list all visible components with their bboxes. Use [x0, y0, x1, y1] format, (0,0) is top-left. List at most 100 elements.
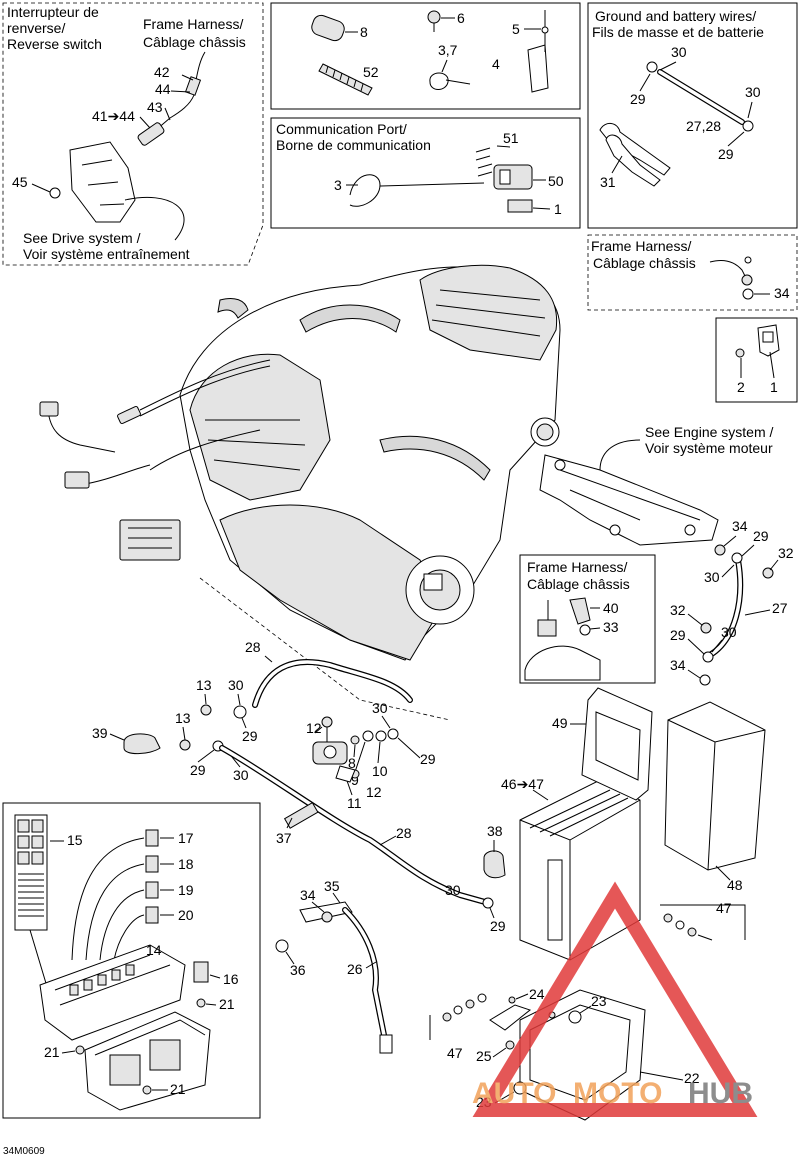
callout-42: 42 [154, 64, 170, 80]
crimp-tool-31 [599, 123, 671, 187]
battery-strap-49: 49 [552, 687, 653, 801]
callout-30-cable27-bottom: 30 [721, 624, 737, 640]
boot-38: 38 [483, 823, 506, 879]
frame-harness-right-1: Frame Harness/ [591, 238, 691, 254]
callout-28-bottom: 28 [396, 825, 412, 841]
callout-29-cable28-top: 29 [242, 728, 258, 744]
reverse-harness-label-2: Câblage châssis [143, 34, 246, 50]
callout-21-left: 21 [44, 1044, 60, 1060]
communication-title-2: Borne de communication [276, 137, 431, 153]
nut-33 [579, 624, 591, 636]
callout-31: 31 [600, 174, 616, 190]
callout-1-bracket: 1 [770, 379, 778, 395]
part-6 [427, 10, 441, 24]
harness-connector-left [39, 401, 59, 417]
see-drive-line-2: Voir système entraînement [23, 246, 190, 262]
part-8 [311, 14, 345, 42]
see-engine-line-2: Voir système moteur [645, 440, 773, 456]
relay-16 [193, 961, 209, 983]
callout-25: 25 [476, 1048, 492, 1064]
callout-29-cable27-top: 29 [753, 528, 769, 544]
callout-29-cable28-bottom: 29 [490, 918, 506, 934]
harness-module [119, 519, 181, 561]
frame-harness-right-panel: Frame Harness/ Câblage châssis 34 [587, 234, 798, 311]
callout-5: 5 [512, 21, 520, 37]
fuse-box-14 [39, 944, 186, 1041]
callout-21-bottom: 21 [170, 1081, 186, 1097]
callout-15: 15 [67, 832, 83, 848]
callout-21-right: 21 [219, 996, 235, 1012]
callout-29-relay: 29 [420, 751, 436, 767]
see-engine-line-1: See Engine system / [645, 424, 774, 440]
fuse-20 [145, 906, 174, 924]
fuse-19 [145, 881, 174, 899]
callout-27: 27 [772, 600, 788, 616]
battery-cover-48: 48 [664, 701, 766, 893]
watermark-logo: AUTO MOTO HUB [472, 881, 758, 1117]
callout-36: 36 [290, 962, 306, 978]
callout-28-top: 28 [245, 639, 261, 655]
callout-43: 43 [147, 99, 163, 115]
part-3-7 [429, 72, 449, 90]
callout-52: 52 [363, 64, 379, 80]
callout-13-top: 13 [196, 677, 212, 693]
callout-2: 2 [737, 379, 745, 395]
callout-18: 18 [178, 856, 194, 872]
fuse-box-panel: 15 17 18 19 20 14 16 [2, 802, 261, 1119]
callout-41-44: 41➔44 [92, 108, 135, 124]
callout-29-ground-left: 29 [630, 91, 646, 107]
callout-51: 51 [503, 130, 519, 146]
callout-30-ground-top: 30 [671, 44, 687, 60]
callout-8: 8 [360, 24, 368, 40]
switch-43 [137, 122, 165, 146]
callout-24: 24 [529, 986, 545, 1002]
reverse-switch-title-3: Reverse switch [7, 36, 102, 52]
screw-2 [735, 348, 745, 358]
callout-26: 26 [347, 961, 363, 977]
pins-51 [475, 147, 493, 177]
callout-40: 40 [603, 600, 619, 616]
callout-10: 10 [372, 763, 388, 779]
reverse-harness-label-1: Frame Harness/ [143, 16, 243, 32]
watermark-triangle [472, 881, 758, 1117]
callout-32-cable27-bottom: 32 [670, 602, 686, 618]
callout-29-cable27-bottom: 29 [670, 627, 686, 643]
callout-38: 38 [487, 823, 503, 839]
connector-50 [493, 164, 533, 190]
callout-45: 45 [12, 174, 28, 190]
sleeve-37 [283, 801, 319, 829]
callout-12-top: 12 [306, 720, 322, 736]
callout-35: 35 [324, 878, 340, 894]
engine-support: See Engine system / Voir système moteur [539, 424, 774, 546]
reverse-switch-panel: Interrupteur de renverse/ Reverse switch… [2, 2, 264, 266]
callout-34-cable27-bottom: 34 [670, 657, 686, 673]
callout-34-cable27: 34 [732, 518, 748, 534]
figure-code: 34M0609 [3, 1146, 45, 1157]
reverse-switch-title-1: Interrupteur de [7, 4, 99, 20]
frame-harness-center-panel: Frame Harness/ Câblage châssis 40 33 [519, 554, 656, 684]
callout-44: 44 [155, 81, 171, 97]
callout-4: 4 [492, 56, 500, 72]
small-parts-panel: 8 52 6 3,7 4 5 [270, 2, 581, 110]
callout-9: 9 [351, 772, 359, 788]
callout-47-right: 47 [716, 900, 732, 916]
callout-34-cable26: 34 [300, 887, 316, 903]
callout-23-top: 23 [591, 993, 607, 1009]
callout-27-28: 27,28 [686, 118, 721, 134]
frame-harness-right-2: Câblage châssis [593, 255, 696, 271]
callout-30-relay: 30 [372, 700, 388, 716]
callout-50: 50 [548, 173, 564, 189]
boot-40 [569, 597, 591, 625]
engine-assembly [39, 264, 561, 721]
callout-30-cable28-bottom: 30 [445, 882, 461, 898]
boot-39 [123, 733, 161, 755]
callout-1-comm: 1 [554, 201, 562, 217]
callout-37: 37 [276, 830, 292, 846]
fuse-label-card [14, 814, 48, 931]
callout-14: 14 [146, 942, 162, 958]
watermark-word-2: MOTO [573, 1077, 662, 1110]
callout-33: 33 [603, 619, 619, 635]
callout-30-ground-right: 30 [745, 84, 761, 100]
communication-port-panel: Communication Port/ Borne de communicati… [270, 117, 581, 229]
ground-title-1: Ground and battery wires/ [595, 8, 756, 24]
